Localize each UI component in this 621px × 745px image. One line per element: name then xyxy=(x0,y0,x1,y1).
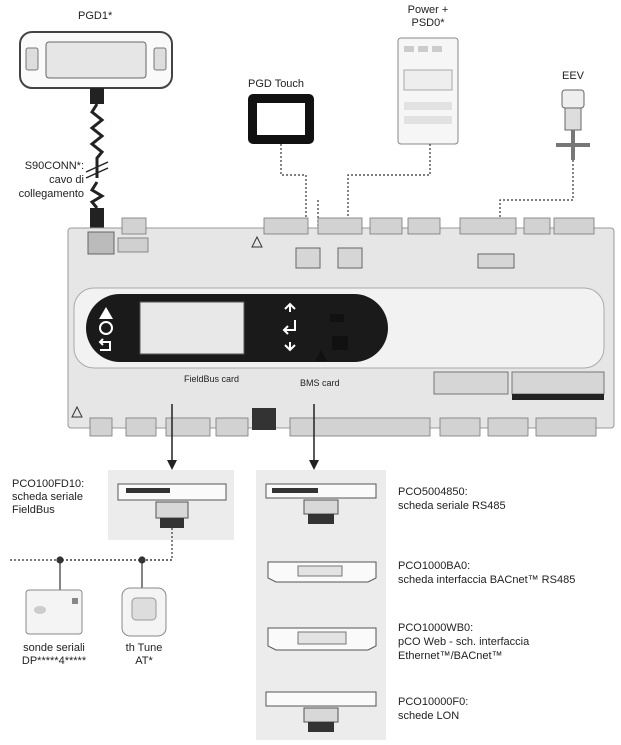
lon-code: PCO10000F0: xyxy=(398,696,469,708)
pgd-touch-label: PGD Touch xyxy=(248,78,305,90)
pgd1-label: PGD1* xyxy=(78,10,113,22)
escape-icon xyxy=(98,338,111,351)
serial-sensors-line1: sonde seriali xyxy=(23,642,85,654)
fieldbus-desc-line1: scheda seriale xyxy=(12,491,83,503)
rs485-card-image xyxy=(265,483,377,524)
pco-controller xyxy=(67,217,615,437)
lon-card-image xyxy=(265,691,377,732)
lon-desc: schede LON xyxy=(398,710,460,722)
fieldbus-code: PCO100FD10: xyxy=(12,478,85,490)
cable-code-label: S90CONN*: xyxy=(24,160,84,172)
serial-sensor-device xyxy=(25,589,83,635)
fieldbus-network xyxy=(10,528,173,590)
cable-desc-line2: collegamento xyxy=(18,188,84,200)
serial-sensors-line2: DP*****4***** xyxy=(21,655,87,667)
thtune-device xyxy=(121,587,167,637)
eev-valve xyxy=(556,89,590,160)
fieldbus-card-image xyxy=(117,483,227,528)
bacnet-card-image xyxy=(267,561,377,583)
pgd1-terminal xyxy=(19,31,173,89)
rs485-code: PCO5004850: xyxy=(398,486,468,498)
pcoweb-desc-line1: pCO Web - sch. interfaccia xyxy=(398,636,530,648)
cable-desc-line1: cavo di xyxy=(49,174,84,186)
rs485-desc: scheda seriale RS485 xyxy=(398,500,506,512)
power-psd0-device xyxy=(397,37,459,145)
psd0-label: PSD0* xyxy=(411,17,445,29)
program-icon xyxy=(99,321,113,335)
eev-label: EEV xyxy=(562,70,585,82)
pgd-touch-device xyxy=(248,94,314,144)
pcoweb-desc-line2: Ethernet™/BACnet™ xyxy=(398,650,503,662)
fieldbus-card-label: FieldBus card xyxy=(184,374,240,384)
alarm-icon xyxy=(99,307,113,319)
thtune-line2: AT* xyxy=(135,655,153,667)
down-icon xyxy=(284,342,296,352)
pcoweb-card-image xyxy=(267,627,377,651)
pgd1-cable xyxy=(85,88,109,232)
bms-card-label: BMS card xyxy=(300,378,340,388)
card-arrows xyxy=(167,404,319,470)
pcoweb-code: PCO1000WB0: xyxy=(398,622,474,634)
warning-icon xyxy=(315,350,327,361)
fieldbus-desc-line2: FieldBus xyxy=(12,504,55,516)
bacnet-code: PCO1000BA0: xyxy=(398,560,471,572)
enter-icon xyxy=(282,320,296,335)
power-label: Power + xyxy=(407,4,449,16)
bacnet-desc: scheda interfaccia BACnet™ RS485 xyxy=(398,574,576,586)
thtune-line1: th Tune xyxy=(125,642,163,654)
up-icon xyxy=(284,302,296,312)
